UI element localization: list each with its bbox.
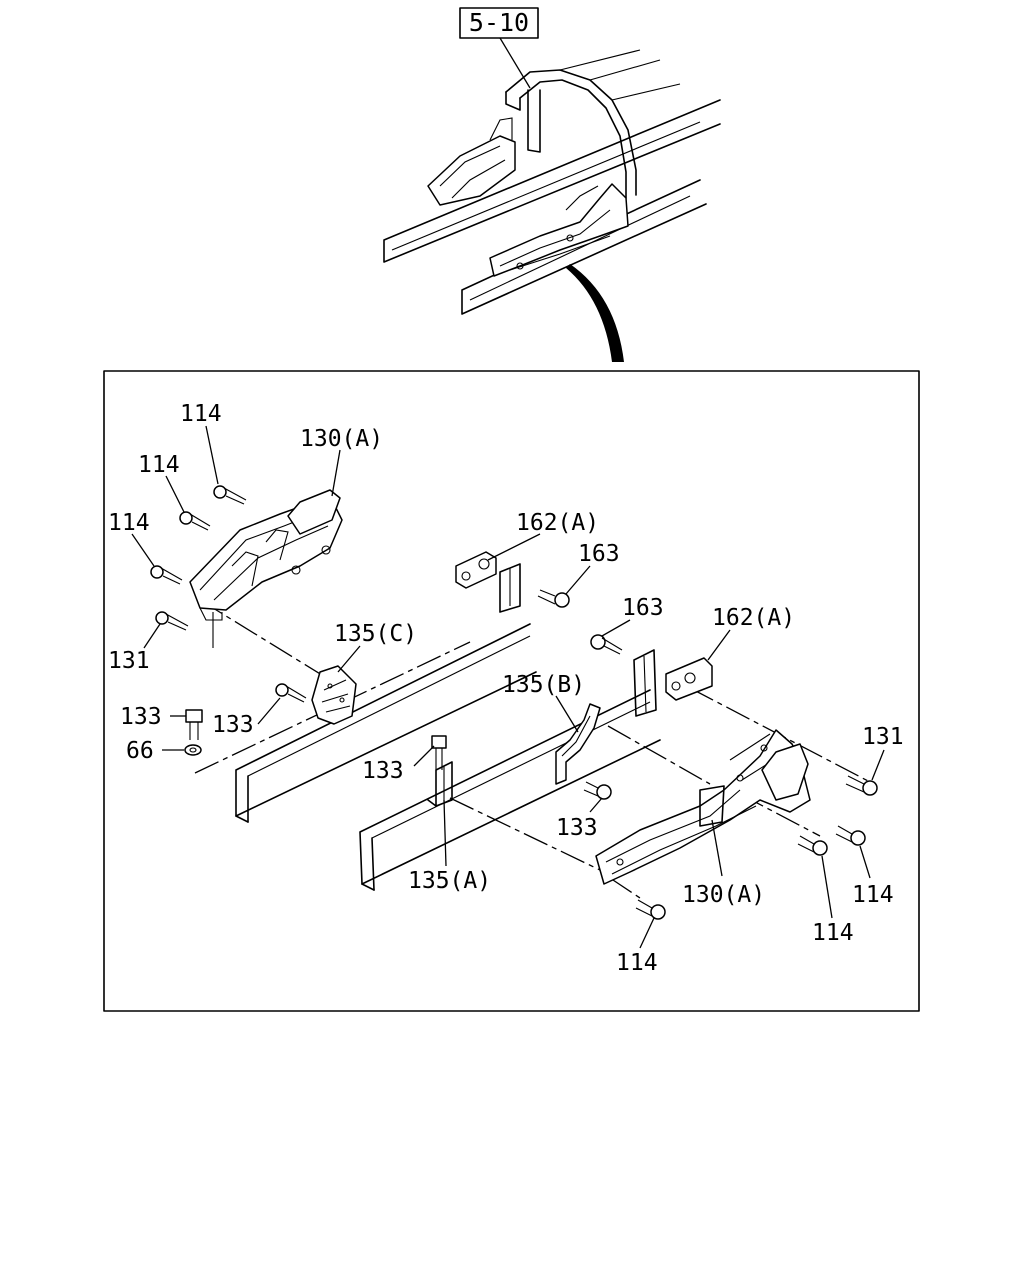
callout-114-e[interactable]: 114 (812, 920, 854, 946)
bracket-130a-upper[interactable] (189, 489, 343, 621)
detail-arrow (566, 264, 624, 362)
bolt-133-b[interactable] (185, 709, 203, 740)
bolt-133-c[interactable] (431, 735, 447, 770)
bracket-135c[interactable] (311, 665, 357, 725)
bolt-114-e[interactable] (797, 835, 828, 856)
bracket-162a-mid[interactable] (633, 649, 713, 717)
callout-135b[interactable]: 135(B) (502, 672, 585, 698)
overview-frame-drawing (383, 49, 721, 315)
callout-114-b[interactable]: 114 (138, 452, 180, 478)
callout-163-mid[interactable]: 163 (622, 595, 664, 621)
callout-114-d[interactable]: 114 (852, 882, 894, 908)
callout-131-right[interactable]: 131 (862, 724, 904, 750)
callout-130a-top[interactable]: 130(A) (300, 426, 383, 452)
bolt-163-top[interactable] (537, 589, 570, 608)
callout-133-d[interactable]: 133 (556, 815, 598, 841)
frame-rails (235, 623, 661, 891)
callout-114-a[interactable]: 114 (180, 401, 222, 427)
bolt-133-a[interactable] (275, 683, 307, 703)
bolt-114-f[interactable] (635, 899, 666, 920)
bracket-135a[interactable] (427, 761, 453, 807)
bolt-133-d[interactable] (583, 781, 612, 800)
bolt-163-mid[interactable] (590, 634, 623, 655)
callout-135a[interactable]: 135(A) (408, 868, 491, 894)
callout-114-f[interactable]: 114 (616, 950, 658, 976)
bolt-131-left[interactable] (155, 611, 189, 631)
callout-labels: 114 114 114 131 130(A) 162(A) 163 135(C)… (108, 401, 904, 976)
callout-135c[interactable]: 135(C) (334, 621, 417, 647)
callout-133-b[interactable]: 133 (212, 712, 254, 738)
bolt-131-right[interactable] (845, 775, 878, 796)
callout-66[interactable]: 66 (126, 738, 154, 764)
bolt-114-a[interactable] (213, 485, 247, 505)
reference-label: 5-10 (469, 8, 529, 37)
callout-114-c[interactable]: 114 (108, 510, 150, 536)
callout-162a-mid[interactable]: 162(A) (712, 605, 795, 631)
bolt-114-b[interactable] (179, 511, 211, 531)
callout-131-left[interactable]: 131 (108, 648, 150, 674)
bolt-114-d[interactable] (835, 825, 866, 846)
callout-163-top[interactable]: 163 (578, 541, 620, 567)
bracket-130a-lower[interactable] (595, 729, 811, 885)
reference-box[interactable]: 5-10 (459, 7, 539, 39)
bolt-114-c[interactable] (150, 565, 183, 585)
callout-133-a[interactable]: 133 (120, 704, 162, 730)
washer-66[interactable] (184, 744, 202, 756)
bracket-135b[interactable] (555, 703, 601, 785)
bracket-162a-upper[interactable] (455, 551, 521, 613)
callout-133-c[interactable]: 133 (362, 758, 404, 784)
callout-130a-bottom[interactable]: 130(A) (682, 882, 765, 908)
leader-lines (131, 425, 885, 949)
callout-162a-top[interactable]: 162(A) (516, 510, 599, 536)
bolts (150, 485, 878, 920)
detail-box (103, 370, 920, 1012)
